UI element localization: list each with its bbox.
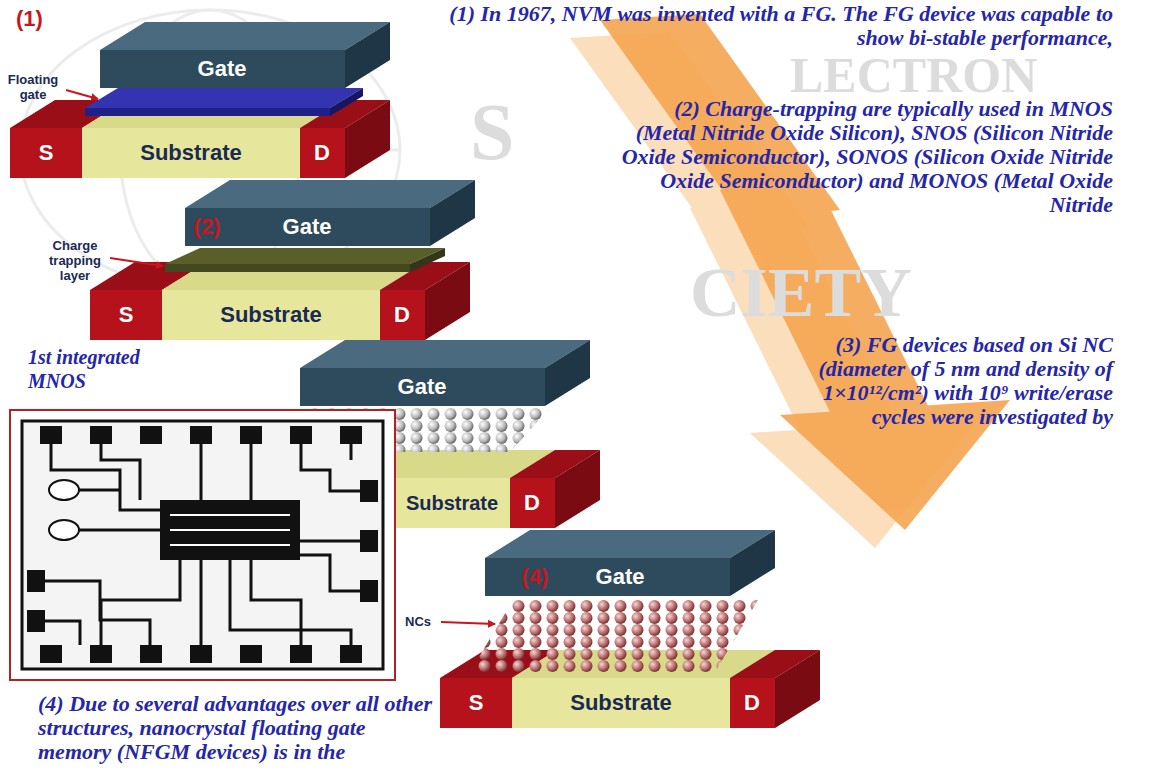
callout-text: (4) Due to several advantages over all o… bbox=[38, 692, 438, 764]
gate-block bbox=[485, 530, 775, 596]
callout-text: (2) Charge-trapping are typically used i… bbox=[615, 97, 1113, 217]
leader-label: Charge trapping layer bbox=[40, 238, 110, 283]
mnos-chip-inset bbox=[290, 645, 312, 663]
mnos-chip-inset bbox=[101, 444, 140, 500]
floating-gate-device bbox=[10, 22, 390, 178]
part-label: Gate bbox=[283, 214, 332, 240]
floating-gate-layer bbox=[85, 88, 363, 108]
mnos-chip-inset bbox=[360, 530, 378, 552]
part-label: S bbox=[119, 302, 134, 328]
mnos-chip-inset bbox=[250, 444, 253, 500]
mnos-chip-inset bbox=[140, 426, 162, 444]
mnos-chip-inset bbox=[90, 426, 112, 444]
leader-arrows bbox=[441, 622, 495, 624]
watermark: S bbox=[470, 92, 515, 172]
mnos-chip-inset bbox=[160, 500, 300, 560]
mnos-chip-inset bbox=[251, 560, 301, 645]
charge-trapping-layer bbox=[165, 248, 445, 264]
part-label: Gate bbox=[596, 564, 645, 590]
mnos-chip-inset bbox=[340, 426, 362, 444]
part-label: D bbox=[744, 690, 760, 716]
nfgm-device bbox=[440, 530, 820, 728]
watermark: CIETY bbox=[690, 258, 912, 328]
part-label: Gate bbox=[198, 56, 247, 82]
part-label: Substrate bbox=[220, 302, 321, 328]
mnos-chip-inset bbox=[40, 645, 62, 663]
callout-text: (3) FG devices based on Si NC (diameter … bbox=[813, 333, 1113, 429]
charge-trap-device bbox=[90, 180, 475, 340]
part-label: Substrate bbox=[140, 140, 241, 166]
mnos-chip-inset bbox=[240, 426, 262, 444]
charge-trapping-layer bbox=[165, 264, 410, 272]
part-label: S bbox=[39, 140, 54, 166]
mnos-chip-inset bbox=[290, 426, 312, 444]
mnos-chip-inset bbox=[300, 540, 360, 543]
mnos-chip-inset bbox=[170, 515, 290, 545]
gate-block bbox=[185, 180, 475, 246]
mnos-chip-inset bbox=[170, 544, 290, 546]
floating-gate-layer bbox=[85, 88, 363, 116]
part-label: Substrate bbox=[570, 690, 671, 716]
mnos-chip-inset bbox=[45, 444, 360, 645]
mnos-chip-inset bbox=[340, 645, 362, 663]
mnos-chip-inset bbox=[301, 444, 360, 491]
part-label: Gate bbox=[398, 374, 447, 400]
mnos-chip-inset bbox=[360, 580, 378, 602]
part-label: D bbox=[524, 490, 540, 516]
watermark: LECTRON bbox=[790, 50, 1037, 100]
callout-text: (1) In 1967, NVM was invented with a FG.… bbox=[413, 2, 1113, 50]
gate-block bbox=[100, 22, 390, 88]
leader-arrows bbox=[110, 258, 163, 266]
mnos-chip-inset bbox=[90, 645, 112, 663]
gate-block bbox=[300, 340, 590, 406]
mnos-chip-inset bbox=[190, 426, 212, 444]
charge-trapping-layer bbox=[165, 248, 445, 272]
mnos-chip-inset bbox=[27, 610, 45, 632]
inset-caption: 1st integrated MNOS bbox=[28, 345, 188, 393]
mnos-chip-inset bbox=[51, 444, 160, 510]
part-label: D bbox=[394, 302, 410, 328]
mnos-chip-inset bbox=[22, 421, 383, 669]
mnos-chip-inset bbox=[10, 410, 395, 680]
leader-label: NCs bbox=[405, 614, 431, 629]
mnos-chip-inset bbox=[40, 426, 62, 444]
mnos-chip-inset bbox=[190, 645, 212, 663]
mnos-chip-inset bbox=[170, 529, 290, 531]
mnos-chip-inset bbox=[45, 621, 80, 645]
mnos-chip-inset bbox=[140, 645, 162, 663]
callout-number: (4) bbox=[522, 564, 549, 590]
mnos-chip-inset bbox=[10, 410, 395, 680]
mnos-chip-inset bbox=[300, 555, 360, 591]
mnos-chip-inset bbox=[79, 529, 160, 532]
mnos-chip-inset bbox=[170, 514, 290, 516]
mnos-chip-inset bbox=[200, 444, 203, 500]
mnos-chip-inset bbox=[49, 520, 79, 540]
substrate-block bbox=[90, 262, 470, 340]
callout-number: (2) bbox=[194, 214, 221, 240]
leader-arrows bbox=[66, 90, 98, 99]
floating-gate-layer bbox=[85, 108, 330, 116]
charge-trapping-layer bbox=[410, 248, 445, 272]
leader-label: Floating gate bbox=[0, 72, 66, 102]
mnos-chip-inset bbox=[45, 581, 150, 645]
mnos-chip-inset bbox=[350, 444, 353, 460]
mnos-chip-inset bbox=[101, 560, 180, 645]
callout-number: (1) bbox=[16, 6, 43, 32]
mnos-chip-inset bbox=[200, 560, 203, 645]
part-label: S bbox=[469, 690, 484, 716]
mnos-chip-inset bbox=[27, 426, 378, 663]
part-label: Substrate bbox=[406, 492, 498, 515]
mnos-chip-inset bbox=[240, 645, 262, 663]
mnos-chip-inset bbox=[27, 570, 45, 592]
part-label: D bbox=[314, 140, 330, 166]
mnos-chip-inset bbox=[49, 480, 79, 500]
mnos-chip-inset bbox=[79, 489, 120, 492]
floating-gate-layer bbox=[330, 88, 363, 116]
mnos-chip-inset bbox=[230, 560, 351, 645]
nanocrystal-layer bbox=[470, 600, 758, 672]
mnos-chip-inset bbox=[360, 480, 378, 502]
